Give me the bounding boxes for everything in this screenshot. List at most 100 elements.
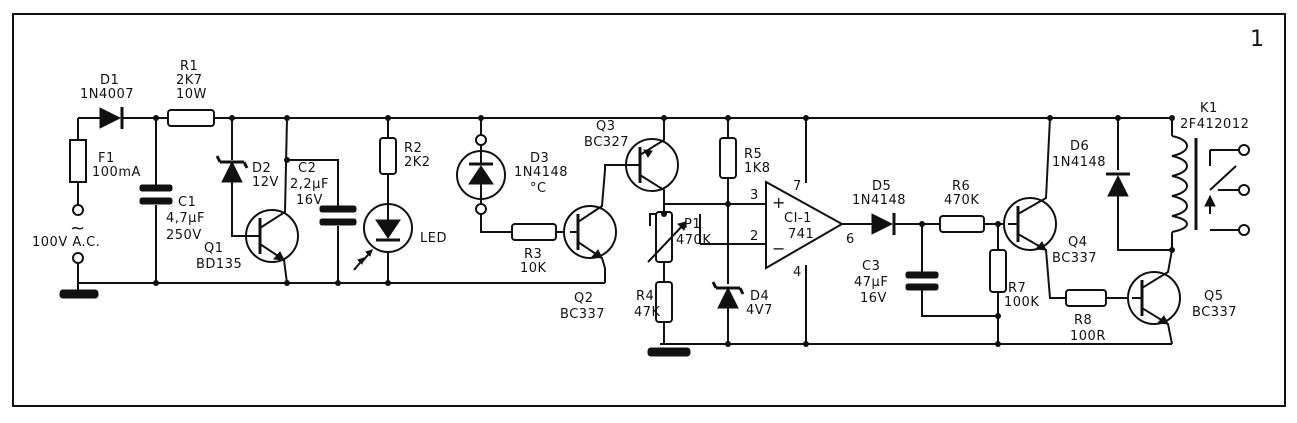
figure-number: 1 xyxy=(1250,27,1264,52)
c2-voltage-label: 16V xyxy=(296,193,323,208)
q1-value-label: BD135 xyxy=(196,257,242,272)
d4-value-label: 4V7 xyxy=(746,303,773,318)
q3-value-label: BC327 xyxy=(584,135,629,150)
d4-name-label: D4 xyxy=(750,289,769,304)
r7-name-label: R7 xyxy=(1008,281,1026,296)
diode-d3-sensor xyxy=(456,118,512,233)
ac-symbol-label: ~ xyxy=(70,218,86,239)
relay-k1 xyxy=(1171,118,1250,250)
q2-value-label: BC337 xyxy=(560,307,605,322)
plus-label: + xyxy=(772,193,786,212)
resistor-r8 xyxy=(1065,289,1107,307)
r7-value-label: 100K xyxy=(1004,295,1039,310)
q1-name-label: Q1 xyxy=(204,241,224,256)
zener-diode-d4 xyxy=(711,281,745,309)
pin3-label: 3 xyxy=(750,188,759,203)
led xyxy=(353,203,413,271)
pin6-label: 6 xyxy=(846,232,855,247)
resistor-r1 xyxy=(167,109,215,127)
transistor-q5 xyxy=(1127,249,1181,345)
ground-bar-mid xyxy=(647,347,691,357)
diode-d6 xyxy=(1106,118,1172,251)
c1-value-label: 4,7µF xyxy=(166,211,205,226)
c1-name-label: C1 xyxy=(178,195,196,210)
k1-value-label: 2F412012 xyxy=(1180,117,1249,132)
q4-name-label: Q4 xyxy=(1068,235,1088,250)
ground-bar-left xyxy=(59,289,99,299)
r2-value-label: 2K2 xyxy=(404,155,431,170)
q5-value-label: BC337 xyxy=(1192,305,1237,320)
resistor-r3 xyxy=(511,223,557,241)
capacitor-c3 xyxy=(905,224,998,317)
diode-d1 xyxy=(99,107,136,129)
k1-name-label: K1 xyxy=(1200,101,1218,116)
q3-name-label: Q3 xyxy=(596,119,616,134)
r4-value-label: 47K xyxy=(634,305,661,320)
d1-value-label: 1N4007 xyxy=(80,87,134,102)
c1-voltage-label: 250V xyxy=(166,228,202,243)
r1-name-label: R1 xyxy=(180,59,198,74)
f1-value-label: 100mA xyxy=(92,165,141,180)
p1-name-label: P1 xyxy=(684,217,701,232)
c2-name-label: C2 xyxy=(298,161,316,176)
op-amp-ci1 xyxy=(765,180,845,270)
f1-name-label: F1 xyxy=(98,151,115,166)
resistor-r5 xyxy=(719,137,737,179)
fuse-f1 xyxy=(69,139,87,183)
d5-value-label: 1N4148 xyxy=(852,193,906,208)
transistor-q2 xyxy=(563,169,617,269)
d1-name-label: D1 xyxy=(100,73,119,88)
diode-d5 xyxy=(871,213,940,235)
r5-value-label: 1K8 xyxy=(744,161,771,176)
c3-voltage-label: 16V xyxy=(860,291,887,306)
resistor-r6 xyxy=(939,215,985,233)
transistor-q1 xyxy=(245,117,299,284)
ac-terminal-top xyxy=(72,204,84,216)
d3-name-label: D3 xyxy=(530,151,549,166)
r4-name-label: R4 xyxy=(636,289,654,304)
r3-value-label: 10K xyxy=(520,261,547,276)
resistor-r7 xyxy=(989,249,1007,293)
r8-value-label: 100R xyxy=(1070,329,1106,344)
zener-diode-d2 xyxy=(215,118,249,237)
ac-label-label: 100V A.C. xyxy=(32,235,100,250)
d2-value-label: 12V xyxy=(252,175,279,190)
r8-name-label: R8 xyxy=(1074,313,1092,328)
ic-value-label: 741 xyxy=(788,227,814,242)
d3-temp-label: °C xyxy=(530,181,547,196)
r2-name-label: R2 xyxy=(404,141,422,156)
q4-value-label: BC337 xyxy=(1052,251,1097,266)
pin4-label: 4 xyxy=(793,265,802,280)
r6-value-label: 470K xyxy=(944,193,979,208)
c3-value-label: 47µF xyxy=(854,275,888,290)
d5-name-label: D5 xyxy=(872,179,891,194)
r6-name-label: R6 xyxy=(952,179,970,194)
r5-name-label: R5 xyxy=(744,147,762,162)
schematic-frame xyxy=(12,13,1286,407)
capacitor-c2 xyxy=(287,159,357,283)
pin7-label: 7 xyxy=(793,179,802,194)
minus-label: − xyxy=(772,239,786,258)
capacitor-c1 xyxy=(139,118,173,283)
transistor-q3 xyxy=(604,118,679,204)
transistor-q4 xyxy=(1003,117,1066,299)
q5-name-label: Q5 xyxy=(1204,289,1224,304)
r3-name-label: R3 xyxy=(524,247,542,262)
q2-name-label: Q2 xyxy=(574,291,594,306)
r1-value-label: 2K7 xyxy=(176,73,203,88)
d3-value-label: 1N4148 xyxy=(514,165,568,180)
resistor-r2 xyxy=(379,137,397,175)
resistor-r4 xyxy=(655,281,673,323)
pin2-label: 2 xyxy=(750,229,759,244)
ac-terminal-bottom xyxy=(72,252,84,264)
c2-value-label: 2,2µF xyxy=(290,177,329,192)
p1-value-label: 470K xyxy=(676,233,711,248)
c3-name-label: C3 xyxy=(862,259,880,274)
d6-value-label: 1N4148 xyxy=(1052,155,1106,170)
d6-name-label: D6 xyxy=(1070,139,1089,154)
d2-name-label: D2 xyxy=(252,161,271,176)
ic-name-label: CI-1 xyxy=(784,211,812,226)
led-label-label: LED xyxy=(420,231,447,246)
r1-power-label: 10W xyxy=(176,87,207,102)
